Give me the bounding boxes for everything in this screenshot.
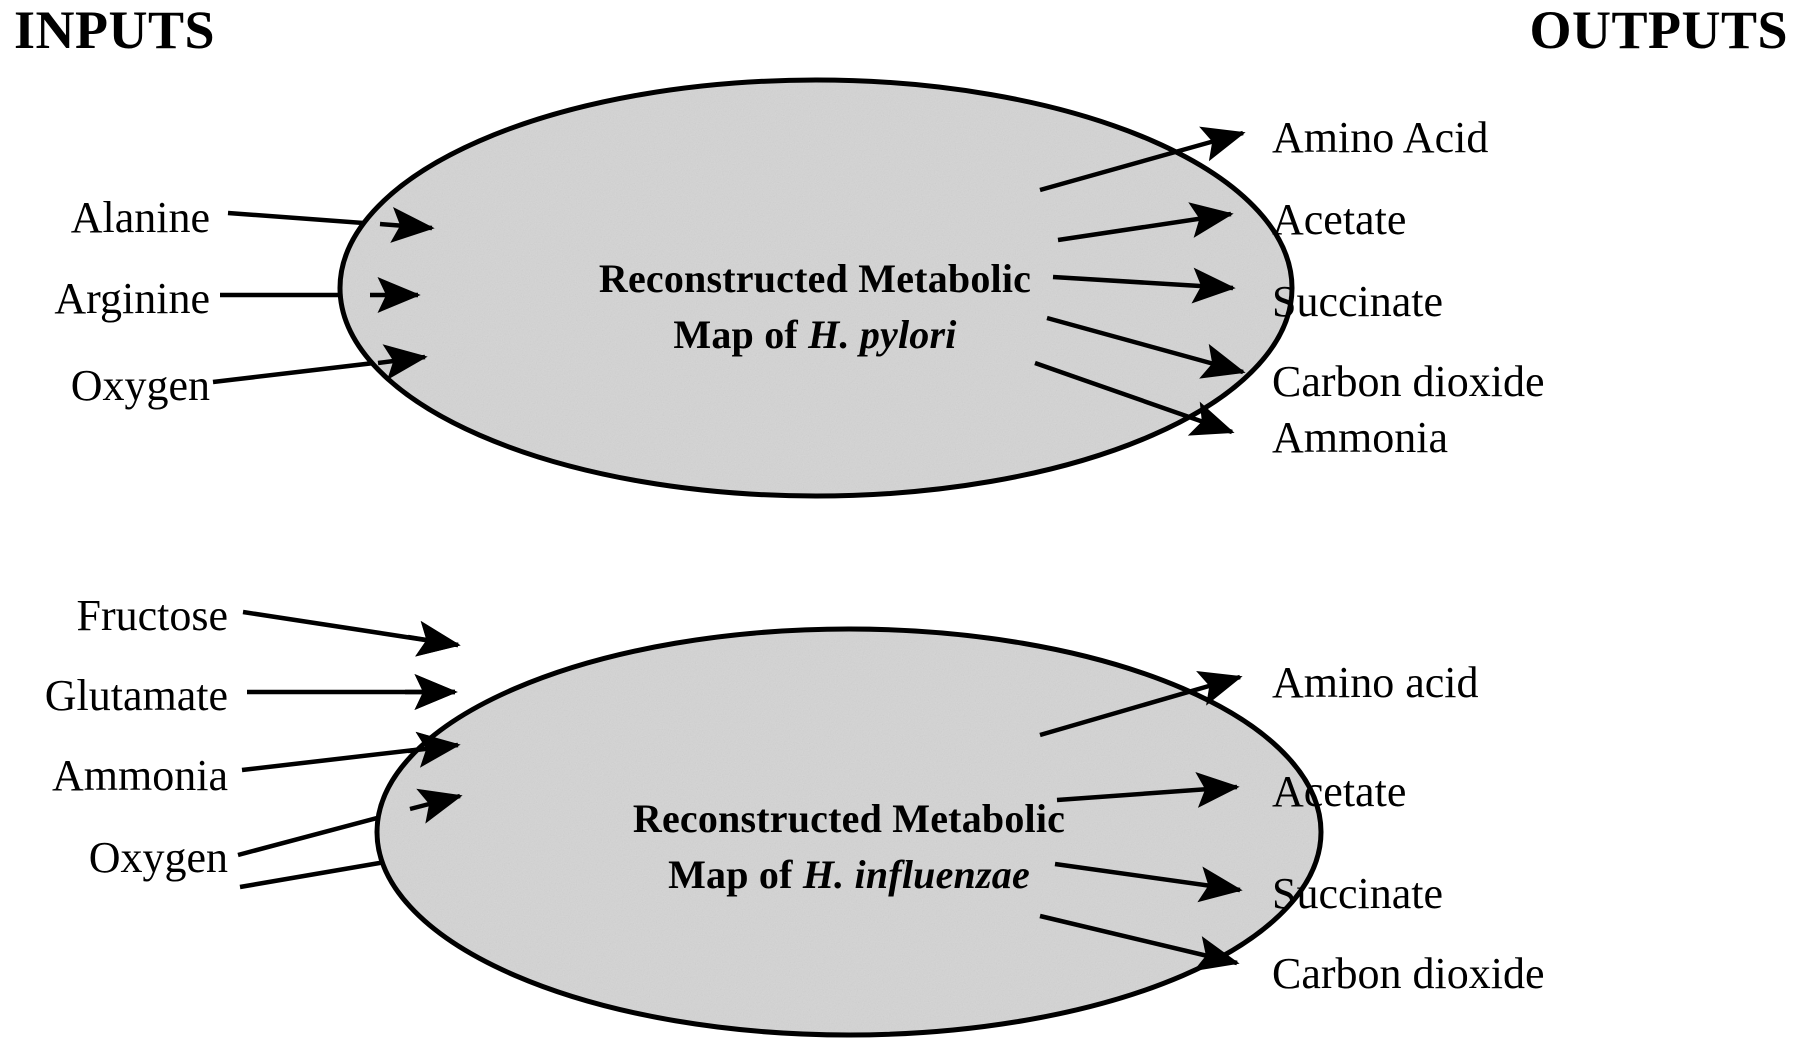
output-arrows-h-influenzae [1039,670,1243,972]
output-arrow-succinate [1052,267,1236,304]
ellipse-title-h-pylori-line1: Reconstructed Metabolic [599,256,1031,301]
ellipse-title-h-influenzae-line1: Reconstructed Metabolic [633,796,1065,841]
output-arrow-ammonia [1034,360,1235,436]
diagram-h-pylori [212,77,1295,499]
input-arrow-oxygen-head [409,788,463,824]
ellipse-title-h-influenzae-species: H. influenzae [802,852,1030,897]
header-outputs: OUTPUTS [1529,0,1788,60]
output-arrow-carbon-dioxide [1046,315,1246,379]
header-inputs: INPUTS [14,0,215,60]
output-label-acetate-bottom: Acetate [1272,767,1406,816]
output-arrows-h-pylori [1034,126,1246,436]
ellipse-title-h-pylori-prefix: Map of [673,312,808,357]
input-label-alanine: Alanine [71,193,210,242]
output-arrow-amino-acid [1039,670,1243,738]
input-arrowheads-h-pylori-overlay [370,206,435,380]
input-label-oxygen-bottom: Oxygen [89,833,228,882]
input-label-fructose: Fructose [76,591,228,640]
output-label-amino-acid-bottom: Amino acid [1272,658,1479,707]
ellipse-title-h-pylori-line2: Map of H. pylori [673,312,956,357]
ellipse-title-h-influenzae-line2: Map of H. influenzae [668,852,1030,897]
output-label-acetate: Acetate [1272,195,1406,244]
output-arrow-amino-acid [1039,126,1246,193]
output-label-carbon-dioxide: Carbon dioxide [1272,357,1545,406]
output-label-succinate-bottom: Succinate [1272,869,1443,918]
output-arrow-carbon-dioxide [1039,913,1240,972]
output-arrow-acetate [1056,771,1240,808]
output-label-carbon-dioxide-bottom: Carbon dioxide [1272,949,1545,998]
input-label-glutamate: Glutamate [45,671,228,720]
input-label-oxygen: Oxygen [71,361,210,410]
output-arrow-succinate [1054,861,1243,903]
output-label-succinate: Succinate [1272,277,1443,326]
ellipse-title-h-pylori-species: H. pylori [807,312,956,357]
input-arrow-oxygen-head [377,344,428,380]
input-arrowheads-h-influenzae-overlay [405,620,463,824]
output-label-ammonia: Ammonia [1272,413,1448,462]
output-arrow-acetate [1057,202,1234,243]
input-arrow-ammonia-head [407,731,461,768]
output-label-amino-acid: Amino Acid [1272,113,1488,162]
input-label-ammonia: Ammonia [52,751,228,800]
input-arrow-fructose-head [407,620,461,657]
diagram-h-influenzae [237,609,1324,1038]
ellipse-title-h-influenzae-prefix: Map of [668,852,803,897]
input-label-arginine: Arginine [54,274,210,323]
ellipse-h-influenzae-texture [380,632,1318,1032]
input-arrow-alanine-head [379,206,435,243]
